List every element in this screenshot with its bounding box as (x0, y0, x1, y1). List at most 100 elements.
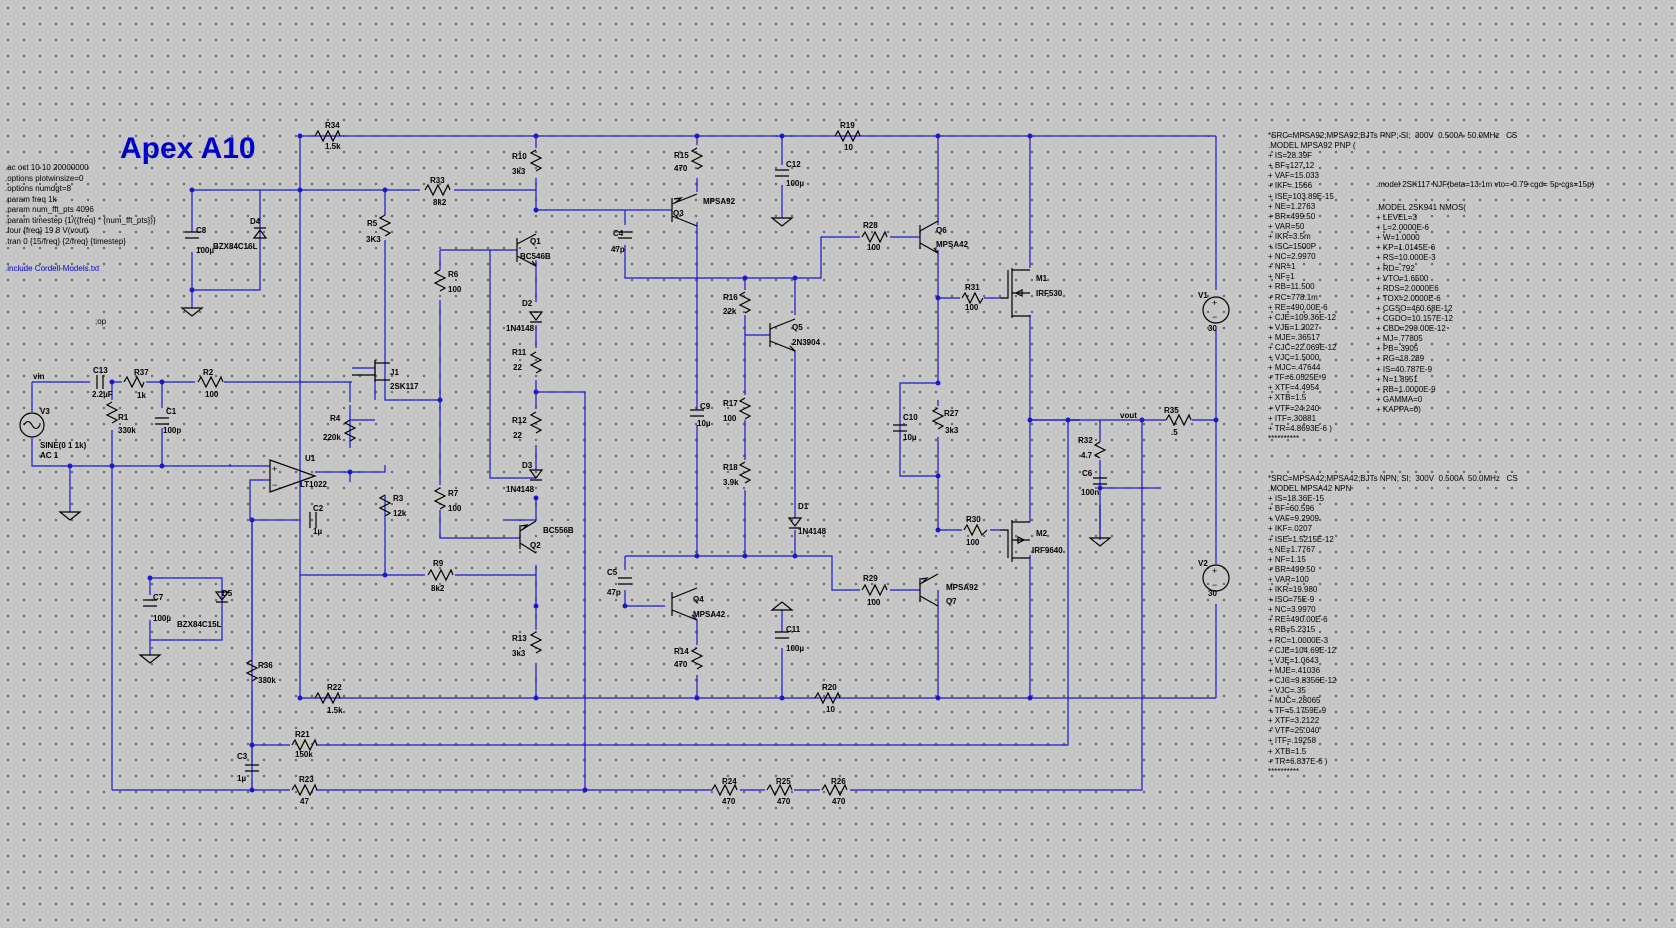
label-r23[interactable]: R23 (299, 775, 314, 784)
label-r37[interactable]: R37 (134, 368, 149, 377)
label-r11[interactable]: R11 (512, 348, 527, 357)
value-u1[interactable]: LT1022 (300, 480, 328, 489)
value-r2[interactable]: 100 (205, 390, 219, 399)
label-r27[interactable]: R27 (944, 409, 959, 418)
label-r22[interactable]: R22 (327, 683, 342, 692)
value-r3[interactable]: 12k (393, 509, 407, 518)
value-r32[interactable]: 4.7 (1081, 451, 1093, 460)
label-r10[interactable]: R10 (512, 152, 527, 161)
value-r22[interactable]: 1.5k (327, 706, 343, 715)
directive-numdgt[interactable]: .options numdgt=8 (5, 184, 72, 193)
directive-ac[interactable]: .ac oct 10 10 20000000 (5, 163, 89, 172)
wires[interactable] (31, 135, 1217, 791)
value-q7[interactable]: MPSA92 (946, 583, 979, 592)
label-r15[interactable]: R15 (674, 151, 689, 160)
value-d4[interactable]: BZX84C16L (213, 242, 258, 251)
directive-op-comment[interactable]: ;op (95, 317, 107, 326)
label-d1[interactable]: D1 (798, 502, 809, 511)
value-r12[interactable]: 22 (513, 431, 522, 440)
label-r14[interactable]: R14 (674, 647, 689, 656)
label-r28[interactable]: R28 (863, 221, 878, 230)
label-c8[interactable]: C8 (196, 226, 207, 235)
label-c10[interactable]: C10 (903, 413, 918, 422)
label-r19[interactable]: R19 (840, 121, 855, 130)
value-r37[interactable]: 1k (137, 391, 146, 400)
value-r10[interactable]: 3k3 (512, 167, 526, 176)
label-q1[interactable]: Q1 (530, 237, 541, 246)
label-v3[interactable]: V3 (40, 407, 50, 416)
voltage-sources[interactable]: +− +− (19, 296, 1230, 592)
directive-plotwinsize[interactable]: .options plotwinsize=0 (5, 174, 84, 183)
value-m1[interactable]: IRF530 (1036, 289, 1063, 298)
value-r21[interactable]: 150k (295, 750, 313, 759)
label-c2[interactable]: C2 (313, 504, 324, 513)
value-r5[interactable]: 3K3 (366, 235, 381, 244)
value-r23[interactable]: 47 (300, 797, 309, 806)
value-q3[interactable]: MPSA92 (703, 197, 736, 206)
label-c4[interactable]: C4 (613, 229, 624, 238)
label-r24[interactable]: R24 (722, 777, 737, 786)
net-label-vin[interactable]: vin (33, 372, 45, 381)
directive-four[interactable]: .four {freq} 19 8 V(vout) (5, 226, 88, 235)
label-q4[interactable]: Q4 (693, 595, 704, 604)
value-r31[interactable]: 100 (965, 303, 979, 312)
value-r14[interactable]: 470 (674, 660, 688, 669)
value-c8[interactable]: 100µ (196, 246, 214, 255)
label-r36[interactable]: R36 (258, 661, 273, 670)
value-r7[interactable]: 100 (448, 504, 462, 513)
label-r17[interactable]: R17 (723, 399, 738, 408)
value-c3[interactable]: 1µ (237, 774, 246, 783)
label-q3[interactable]: Q3 (673, 209, 684, 218)
value-r15[interactable]: 470 (674, 164, 688, 173)
value-q1[interactable]: BC546B (520, 252, 551, 261)
value-c7[interactable]: 100µ (153, 614, 171, 623)
transistors[interactable] (352, 193, 1031, 621)
label-r30[interactable]: R30 (966, 515, 981, 524)
label-c9[interactable]: C9 (700, 402, 711, 411)
label-r6[interactable]: R6 (448, 270, 459, 279)
value-r27[interactable]: 3k3 (945, 426, 959, 435)
label-q7[interactable]: Q7 (946, 597, 957, 606)
value-c11[interactable]: 100µ (786, 644, 804, 653)
value-v2[interactable]: 30 (1208, 589, 1217, 598)
value-c4[interactable]: 47p (611, 245, 625, 254)
label-u1[interactable]: U1 (305, 454, 316, 463)
value-m2[interactable]: IRF9640 (1032, 546, 1063, 555)
label-r33[interactable]: R33 (430, 176, 445, 185)
resistors[interactable] (105, 129, 1192, 797)
value-r17[interactable]: 100 (723, 414, 737, 423)
value-c10[interactable]: 10µ (903, 433, 917, 442)
value-c6[interactable]: 100n (1081, 488, 1099, 497)
label-r18[interactable]: R18 (723, 463, 738, 472)
label-r25[interactable]: R25 (776, 777, 791, 786)
value-d1[interactable]: 1N4148 (798, 527, 827, 536)
value-q2[interactable]: BC556B (543, 526, 574, 535)
label-q5[interactable]: Q5 (792, 323, 803, 332)
label-r5[interactable]: R5 (367, 219, 378, 228)
value-r16[interactable]: 22k (723, 307, 737, 316)
value-j1[interactable]: 2SK117 (390, 382, 419, 391)
value-c13[interactable]: 2.2µF (92, 390, 113, 399)
value-r9[interactable]: 8k2 (431, 584, 445, 593)
value-c2[interactable]: 1µ (313, 527, 322, 536)
value-r33[interactable]: 8k2 (433, 198, 447, 207)
label-c13[interactable]: C13 (93, 366, 108, 375)
label-j1[interactable]: J1 (390, 368, 399, 377)
opamp-U1[interactable]: + − (269, 459, 317, 493)
value-r29[interactable]: 100 (867, 598, 881, 607)
value-c12[interactable]: 100µ (786, 179, 804, 188)
label-d5[interactable]: D5 (222, 589, 233, 598)
value-r4[interactable]: 220k (323, 433, 341, 442)
value-v1[interactable]: 30 (1208, 324, 1217, 333)
label-r3[interactable]: R3 (393, 494, 404, 503)
directive-param-fft[interactable]: .param num_fft_pts 4096 (5, 205, 94, 214)
value-d2[interactable]: 1N4148 (506, 324, 535, 333)
label-r35[interactable]: R35 (1164, 406, 1179, 415)
value-q6[interactable]: MPSA42 (936, 240, 969, 249)
label-m2[interactable]: M2 (1036, 529, 1048, 538)
value-r34[interactable]: 1.5k (325, 142, 341, 151)
label-r32[interactable]: R32 (1078, 436, 1093, 445)
label-r29[interactable]: R29 (863, 574, 878, 583)
ac-v3[interactable]: AC 1 (40, 451, 59, 460)
